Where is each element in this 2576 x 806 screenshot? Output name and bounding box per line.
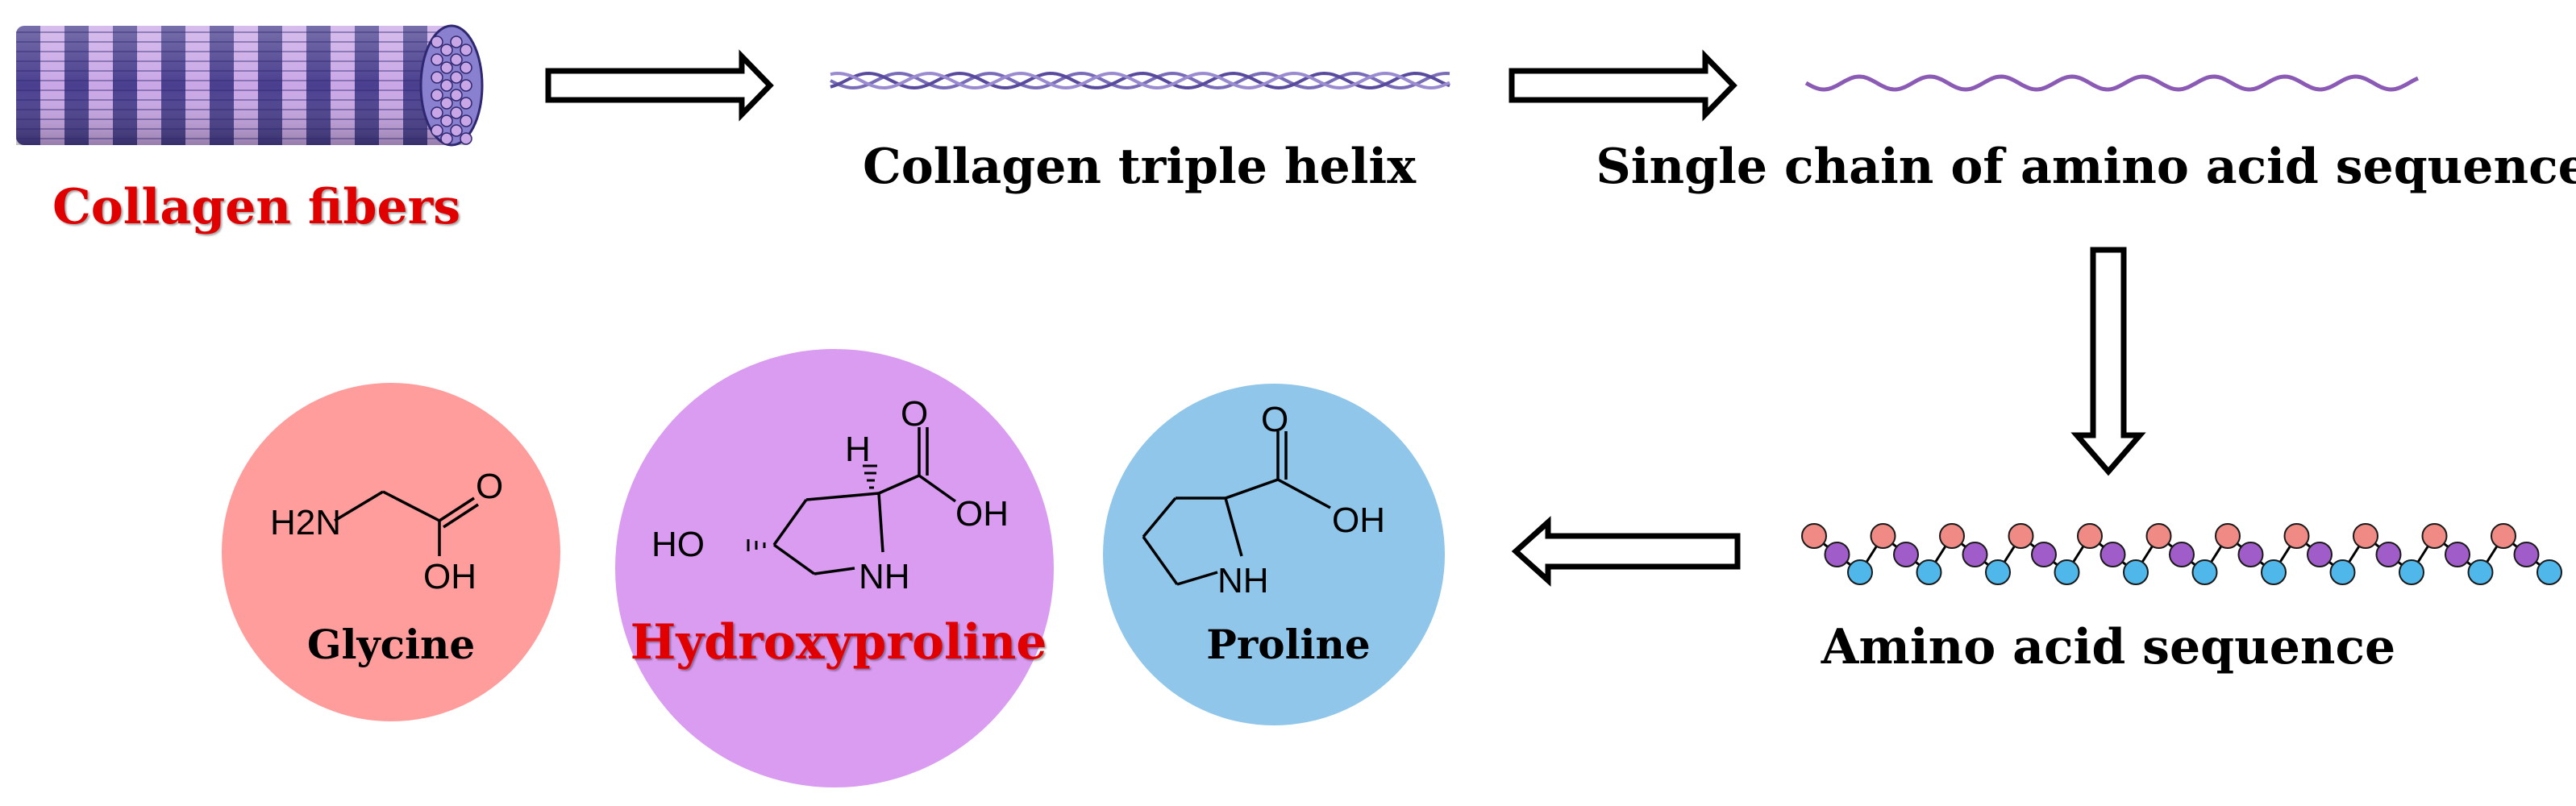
proline-oxygen-label: O bbox=[1261, 400, 1288, 439]
hydroxyproline-oxygen-label: O bbox=[901, 394, 928, 434]
proline-hydroxyl-label: OH bbox=[1332, 501, 1385, 540]
proline-amine-label: NH bbox=[1217, 561, 1269, 600]
hydroxyproline-amine-label: NH bbox=[859, 557, 910, 596]
arrow-right-2 bbox=[1509, 49, 1737, 122]
collagen-fiber-bundle bbox=[16, 24, 484, 147]
glycine-amine-label: H2N bbox=[270, 503, 341, 542]
single-chain-label: Single chain of amino acid sequences bbox=[1596, 139, 2576, 195]
glycine-molecule: H2N O OH bbox=[222, 383, 560, 721]
glycine-hydroxyl-label: OH bbox=[423, 557, 476, 596]
hydroxyproline-circle bbox=[615, 349, 1054, 787]
hydroxyproline-hydrogen-label: H bbox=[845, 430, 871, 469]
glycine-circle bbox=[222, 383, 560, 721]
triple-helix-label: Collagen triple helix bbox=[863, 139, 1416, 195]
amino-acid-sequence-graphic bbox=[1801, 523, 2562, 585]
hydroxyproline-hydroxyl-left-label: HO bbox=[651, 525, 705, 564]
arrow-down bbox=[2070, 247, 2146, 476]
proline-name-label: Proline bbox=[1206, 621, 1371, 668]
hydroxyproline-hydroxyl-right-label: OH bbox=[955, 494, 1009, 534]
triple-helix-graphic bbox=[830, 71, 1450, 90]
hydroxyproline-molecule: HO H O OH NH bbox=[615, 349, 1054, 787]
proline-circle bbox=[1103, 384, 1445, 725]
collagen-fibers-label: Collagen fibers bbox=[52, 179, 461, 235]
hydroxyproline-name-label: Hydroxyproline bbox=[630, 614, 1047, 671]
amino-acid-sequence-label: Amino acid sequence bbox=[1821, 619, 2396, 675]
arrow-left bbox=[1511, 516, 1741, 587]
proline-molecule: O OH NH bbox=[1103, 384, 1445, 725]
arrow-right-1 bbox=[545, 49, 774, 122]
glycine-name-label: Glycine bbox=[306, 621, 476, 668]
single-chain-graphic bbox=[1804, 74, 2419, 92]
glycine-oxygen-label: O bbox=[476, 467, 503, 506]
